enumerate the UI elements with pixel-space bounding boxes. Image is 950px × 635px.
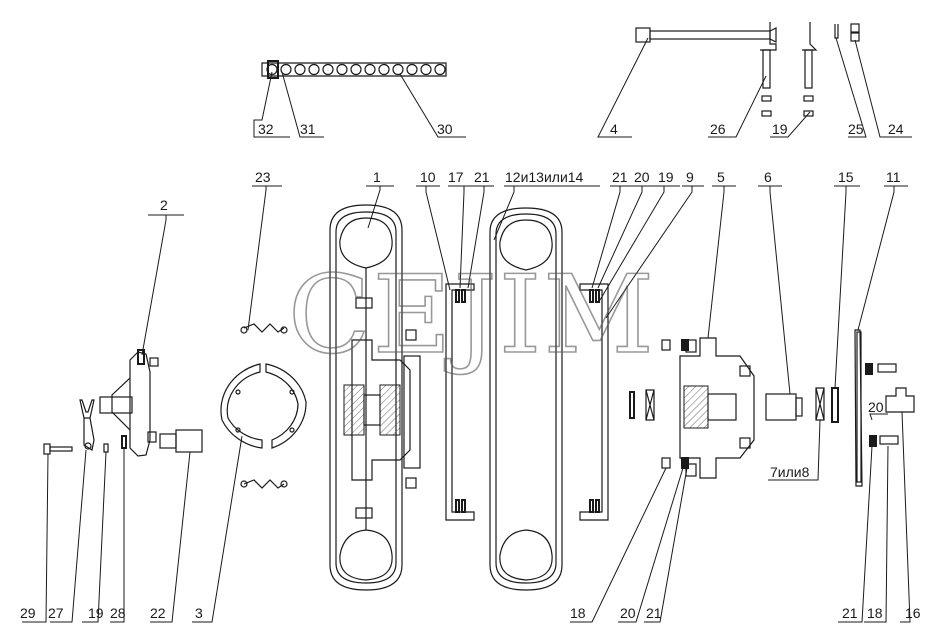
label-27: 27 [48, 605, 64, 621]
nut-24 [850, 23, 860, 42]
tire-left [329, 204, 403, 591]
label-21-top-left: 21 [474, 169, 490, 185]
brake-backplate [99, 349, 159, 457]
label-4: 4 [610, 121, 618, 137]
bolt-lower-right [869, 435, 899, 447]
watermark-text: CEJIM [288, 253, 656, 378]
sprocket-11 [854, 329, 863, 487]
label-25: 25 [848, 121, 864, 137]
wheel-hub-left [343, 297, 421, 519]
bolt-29 [43, 443, 73, 455]
label-1: 1 [373, 169, 381, 185]
label-10: 10 [420, 169, 436, 185]
brake-spring-top [240, 323, 288, 334]
label-21-bottom-right: 21 [842, 605, 858, 621]
seal-7-8 [815, 387, 825, 421]
bent-pin-19 [802, 22, 818, 117]
brake-lever-27 [79, 399, 95, 451]
label-7-or-8: 7или8 [770, 464, 810, 480]
label-11: 11 [886, 169, 901, 185]
bolts-18-upper [661, 339, 689, 351]
label-29: 29 [20, 605, 36, 621]
label-26: 26 [710, 121, 726, 137]
cap-16 [885, 387, 915, 413]
rim-left [445, 283, 475, 521]
label-23: 23 [255, 169, 271, 185]
label-20-right: 20 [868, 399, 884, 415]
label-31: 31 [300, 121, 316, 137]
cam-22 [159, 429, 203, 453]
roller-chain [261, 60, 447, 79]
brake-shoes [220, 363, 307, 449]
label-5: 5 [717, 169, 725, 185]
label-12-13-14: 12и13или14 [505, 169, 584, 185]
tire-right [489, 207, 563, 591]
label-20-bottom: 20 [620, 605, 636, 621]
label-19-left: 19 [88, 605, 104, 621]
sleeve-6 [765, 393, 803, 421]
label-28: 28 [110, 605, 126, 621]
spacer-28 [121, 435, 127, 449]
bolt-upper-right [865, 363, 897, 375]
label-24: 24 [888, 121, 904, 137]
label-3: 3 [195, 605, 203, 621]
label-20-top: 20 [634, 169, 650, 185]
label-2: 2 [160, 197, 168, 213]
label-9: 9 [686, 169, 694, 185]
wheel-hub-right [679, 337, 755, 479]
rim-right [579, 283, 609, 521]
label-17: 17 [448, 169, 464, 185]
bearings-loose [629, 389, 655, 421]
ring-15 [831, 387, 839, 423]
label-22: 22 [150, 605, 166, 621]
label-16: 16 [905, 605, 921, 621]
label-32: 32 [258, 121, 274, 137]
label-18-bottom: 18 [570, 605, 586, 621]
bolts-18-lower [661, 457, 689, 469]
label-30: 30 [437, 121, 453, 137]
label-19-top: 19 [772, 121, 788, 137]
label-19-top-mid: 19 [658, 169, 674, 185]
label-18-right: 18 [867, 605, 883, 621]
axle-bolt [635, 27, 777, 43]
label-6: 6 [764, 169, 772, 185]
cotter-25 [834, 24, 839, 39]
washer-19-left [103, 443, 109, 453]
bent-pin-26 [760, 22, 777, 117]
brake-spring-bottom [240, 479, 288, 489]
label-15: 15 [838, 169, 854, 185]
label-21-bottom-mid: 21 [646, 605, 662, 621]
label-21-top-mid: 21 [612, 169, 628, 185]
